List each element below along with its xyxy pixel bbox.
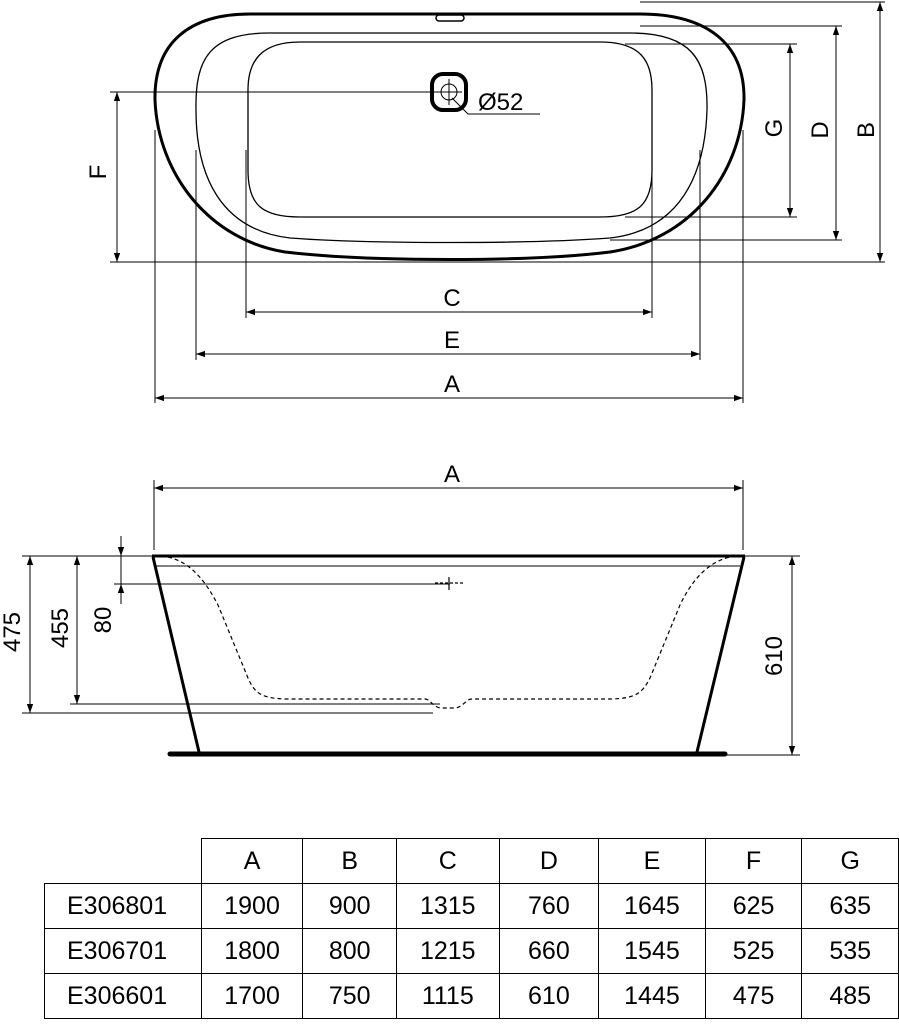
table-header-cell: F	[704, 838, 803, 884]
table-header-row: A B C D E F G	[44, 838, 899, 884]
top-view-dimensions	[110, 1, 885, 403]
top-view	[153, 12, 746, 261]
table-cell: 485	[801, 973, 899, 1019]
tub-inner-rim	[195, 32, 708, 244]
table-cell: 1115	[395, 973, 500, 1019]
table-cell: 1900	[200, 883, 304, 929]
table-cell: 1215	[395, 928, 500, 974]
dim-label-80: 80	[90, 607, 117, 634]
table-cell: 625	[704, 883, 803, 929]
table-cell: 800	[302, 928, 397, 974]
overflow-slot	[435, 14, 465, 22]
table-cell: 1645	[598, 883, 706, 929]
dim-label-e: E	[444, 327, 460, 354]
table-cell: 760	[498, 883, 600, 929]
product-code-cell: E306701	[44, 928, 202, 974]
table-cell: 1700	[200, 973, 304, 1019]
table-cell: 1445	[598, 973, 706, 1019]
table-cell: 475	[704, 973, 803, 1019]
dim-label-610: 610	[761, 636, 788, 676]
table-header-cell: E	[598, 838, 706, 884]
table-cell: 610	[498, 973, 600, 1019]
table-header-cell: D	[498, 838, 600, 884]
side-hidden-basin	[167, 556, 731, 709]
side-view-dimensions	[22, 480, 800, 756]
product-code-cell: E306601	[44, 973, 202, 1019]
dim-label-a-side: A	[444, 461, 460, 488]
dim-label-g: G	[761, 119, 788, 138]
dimensions-table: A B C D E F G E306801 1900 900 1315 760 …	[44, 838, 899, 1019]
dim-label-f: F	[85, 165, 112, 180]
dim-label-455: 455	[47, 608, 74, 648]
table-row: E306601 1700 750 1115 610 1445 475 485	[44, 973, 899, 1019]
technical-drawing: Ø52 C E A F G D B	[0, 1, 885, 757]
table-cell: 535	[801, 928, 899, 974]
table-header-cell: G	[801, 838, 899, 884]
table-header-cell: B	[302, 838, 397, 884]
drain-diameter-label: Ø52	[478, 89, 523, 116]
table-cell: 660	[498, 928, 600, 974]
dim-label-475: 475	[0, 612, 26, 652]
dim-label-b: B	[853, 122, 880, 138]
side-right-wall	[695, 556, 746, 753]
table-cell: 1800	[200, 928, 304, 974]
side-view	[151, 554, 746, 757]
dim-label-c: C	[443, 285, 460, 312]
tub-outer-rim	[153, 12, 746, 261]
side-left-wall	[151, 556, 201, 753]
table-cell: 525	[704, 928, 803, 974]
table-row: E306701 1800 800 1215 660 1545 525 535	[44, 928, 899, 974]
dim-label-a-top: A	[444, 371, 460, 398]
dim-label-d: D	[807, 121, 834, 138]
table-cell: 900	[302, 883, 397, 929]
drain-leader-line	[451, 97, 540, 115]
table-header-cell: A	[200, 838, 304, 884]
table-cell: 1545	[598, 928, 706, 974]
table-cell: 635	[801, 883, 899, 929]
table-cell: 1315	[395, 883, 500, 929]
table-header-cell: C	[395, 838, 500, 884]
table-row: E306801 1900 900 1315 760 1645 625 635	[44, 883, 899, 929]
tub-basin-floor	[247, 41, 653, 218]
table-cell: 750	[302, 973, 397, 1019]
product-code-cell: E306801	[44, 883, 202, 929]
table-corner-cell	[44, 838, 202, 884]
